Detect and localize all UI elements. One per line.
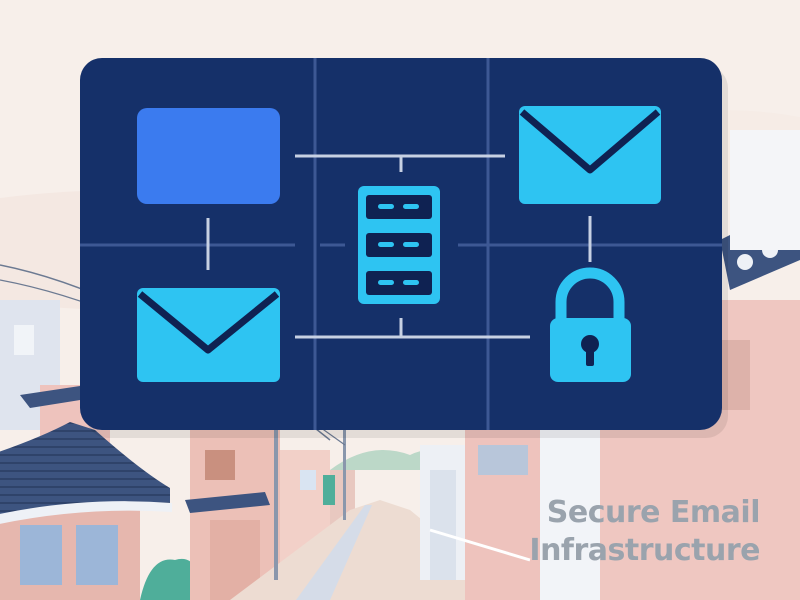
caption-line-2: Infrastructure xyxy=(529,533,760,568)
window xyxy=(478,445,528,475)
utility-pole xyxy=(343,430,346,520)
roof-trim xyxy=(0,501,172,524)
window xyxy=(205,450,235,480)
connectors xyxy=(206,154,592,339)
house-window xyxy=(76,525,118,585)
caption: Secure Email Infrastructure xyxy=(500,494,760,570)
building xyxy=(730,130,800,250)
envelope-icon xyxy=(137,288,280,382)
window xyxy=(300,470,316,490)
window xyxy=(14,325,34,355)
fence xyxy=(429,528,531,562)
building-panel xyxy=(430,470,456,580)
caption-line-1: Secure Email xyxy=(546,495,761,530)
awning xyxy=(185,492,270,513)
envelope-icon xyxy=(519,106,661,204)
left-buildings xyxy=(0,300,205,600)
house-window xyxy=(20,525,62,585)
network-diagram-panel xyxy=(80,58,728,438)
shrub xyxy=(323,475,335,505)
roof-ornament xyxy=(737,254,753,270)
panel-grid xyxy=(80,58,722,430)
road-stripe xyxy=(296,505,372,600)
tree xyxy=(140,558,205,600)
window-icon xyxy=(137,108,280,204)
padlock-icon xyxy=(550,267,631,382)
right-buildings xyxy=(420,130,800,600)
hanok-roof xyxy=(0,422,170,518)
server-icon xyxy=(358,186,440,304)
building xyxy=(540,420,600,600)
utility-pole xyxy=(274,430,278,580)
